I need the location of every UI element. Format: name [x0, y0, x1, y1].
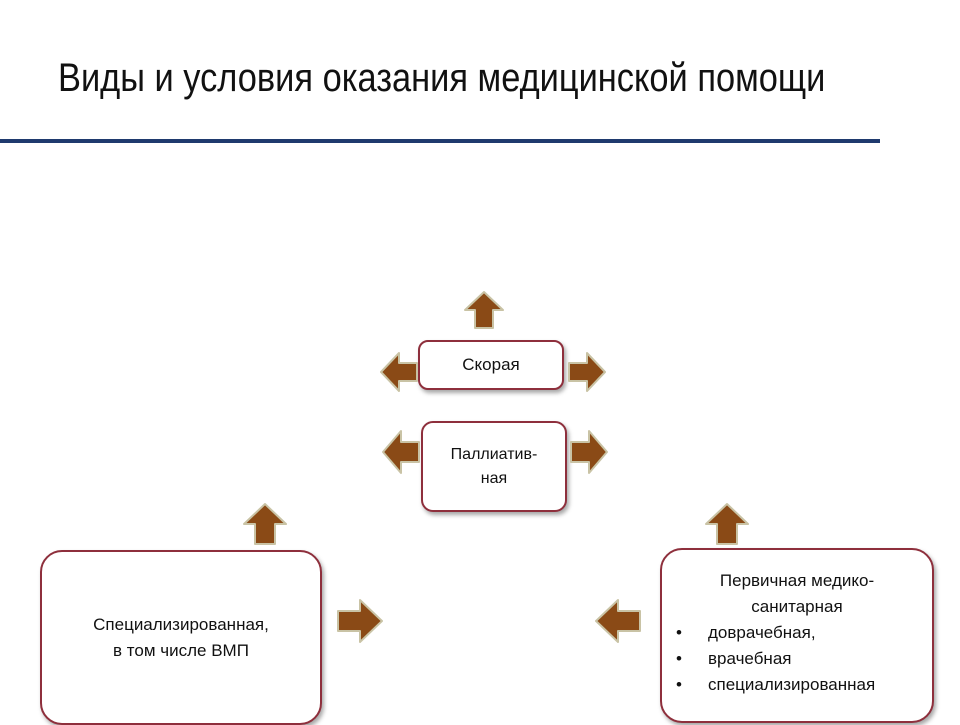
arrow-up-icon: [243, 503, 287, 545]
arrow-left-icon: [380, 352, 418, 392]
box-palliative-label-line2: ная: [480, 469, 508, 487]
box-specialized-label-line1: Специализированная,: [93, 614, 269, 634]
box-primary-title-line1: Первичная медико-: [719, 571, 875, 590]
box-emergency-care-label: Скорая: [462, 355, 520, 374]
primary-care-list: доврачебная, врачебная специализированна…: [676, 620, 875, 698]
list-item: доврачебная,: [676, 620, 875, 646]
page-title: Виды и условия оказания медицинской помо…: [58, 56, 826, 100]
box-specialized-care: Специализированная, в том числе ВМП: [40, 550, 322, 725]
list-item: врачебная: [676, 646, 875, 672]
arrow-right-icon: [568, 352, 606, 392]
box-specialized-label-line2: в том числе ВМП: [113, 640, 249, 660]
arrow-up-icon: [705, 503, 749, 545]
box-primary-title-line2: санитарная: [751, 597, 843, 616]
list-item: специализированная: [676, 672, 875, 698]
arrow-right-icon: [570, 430, 608, 474]
arrow-up-icon: [464, 291, 504, 329]
arrow-left-icon: [382, 430, 420, 474]
box-primary-care: Первичная медико- санитарная доврачебная…: [660, 548, 934, 723]
arrow-right-icon: [337, 599, 383, 643]
title-underline: [0, 139, 880, 143]
box-emergency-care: Скорая: [418, 340, 564, 390]
box-palliative-label-line1: Паллиатив-: [450, 445, 538, 463]
arrow-left-icon: [595, 599, 641, 643]
box-palliative-care: Паллиатив- ная: [421, 421, 567, 512]
